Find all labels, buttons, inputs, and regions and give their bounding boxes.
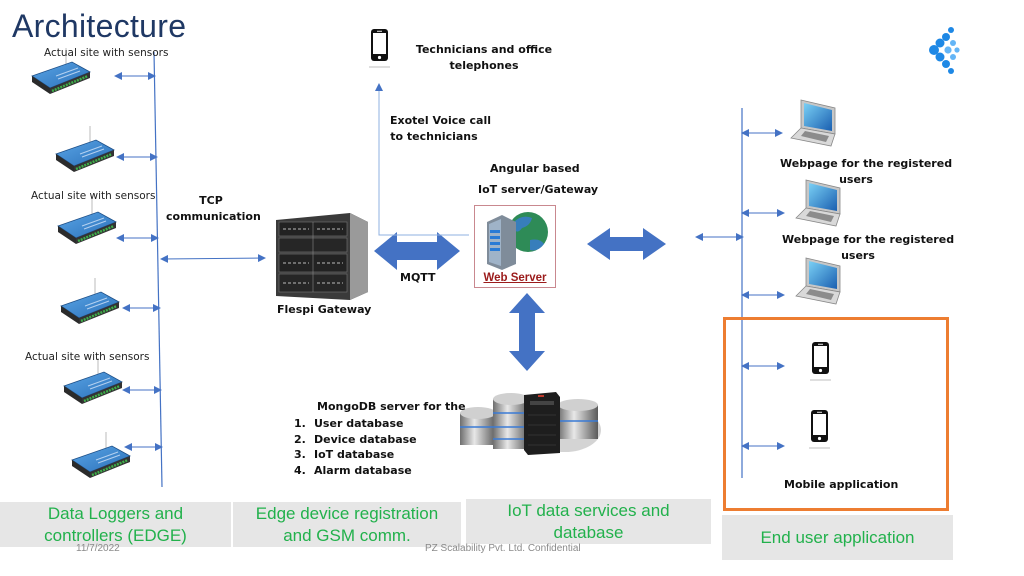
- data-logger-device-icon: [59, 276, 121, 326]
- mobile-application-label: Mobile application: [784, 478, 899, 491]
- data-logger-device-icon: [54, 124, 116, 174]
- site-label: Actual site with sensors: [25, 351, 150, 363]
- iot-server-label-line2: IoT server/Gateway: [478, 183, 599, 196]
- flespi-gateway-label: Flespi Gateway: [277, 303, 372, 316]
- edge-bus-line: [153, 51, 163, 488]
- data-logger-device-icon: [56, 196, 118, 246]
- web-server-badge: Web Server: [483, 272, 547, 284]
- laptop-icon: [790, 99, 836, 147]
- confidential-notice: PZ Scalability Pvt. Ltd. Confidential: [425, 543, 581, 554]
- company-logo-icon: [929, 27, 960, 74]
- site-label: Actual site with sensors: [31, 190, 156, 202]
- webpage-label: Webpage for the registered users: [780, 157, 953, 186]
- database-list-item: 1.User database: [294, 417, 404, 430]
- mobile-application-frame: [723, 317, 949, 511]
- web-server-node: Web Server: [474, 205, 556, 288]
- server-to-database-double-arrow: [509, 293, 545, 371]
- web-server-icon: [487, 212, 548, 270]
- webpage-label: Webpage for the registered users: [782, 233, 955, 262]
- iot-server-label-line1: Angular based: [490, 162, 580, 175]
- technician-phone-icon: [368, 28, 391, 68]
- database-list-item: 2.Device database: [294, 432, 417, 446]
- database-list-item: 4.Alarm database: [294, 463, 412, 477]
- voice-call-connector: [375, 83, 469, 236]
- rack-server-icon: [276, 213, 368, 300]
- data-logger-device-icon: [62, 356, 124, 406]
- footer-category-end-user: End user application: [722, 515, 953, 560]
- database-heading: MongoDB server for the: [317, 400, 466, 413]
- database-list: 1.User database 2.Device database 3.IoT …: [294, 416, 417, 478]
- database-server-icon: [460, 392, 601, 455]
- voice-call-label: Exotel Voice call to technicians: [390, 114, 492, 143]
- data-logger-device-icon: [70, 430, 132, 480]
- mqtt-label: MQTT: [400, 271, 436, 284]
- site-label: Actual site with sensors: [44, 47, 169, 59]
- slide-date: 11/7/2022: [76, 543, 120, 554]
- laptop-icon: [795, 257, 841, 305]
- technician-phone-label: Technicians and office telephones: [415, 43, 553, 72]
- server-to-users-double-arrow: [587, 228, 666, 260]
- database-list-item: 3.IoT database: [294, 448, 395, 461]
- tcp-link-arrow: [160, 254, 266, 263]
- tcp-label: TCP communication: [166, 194, 261, 223]
- slide-title: Architecture: [12, 8, 187, 44]
- mqtt-double-arrow: [374, 232, 460, 270]
